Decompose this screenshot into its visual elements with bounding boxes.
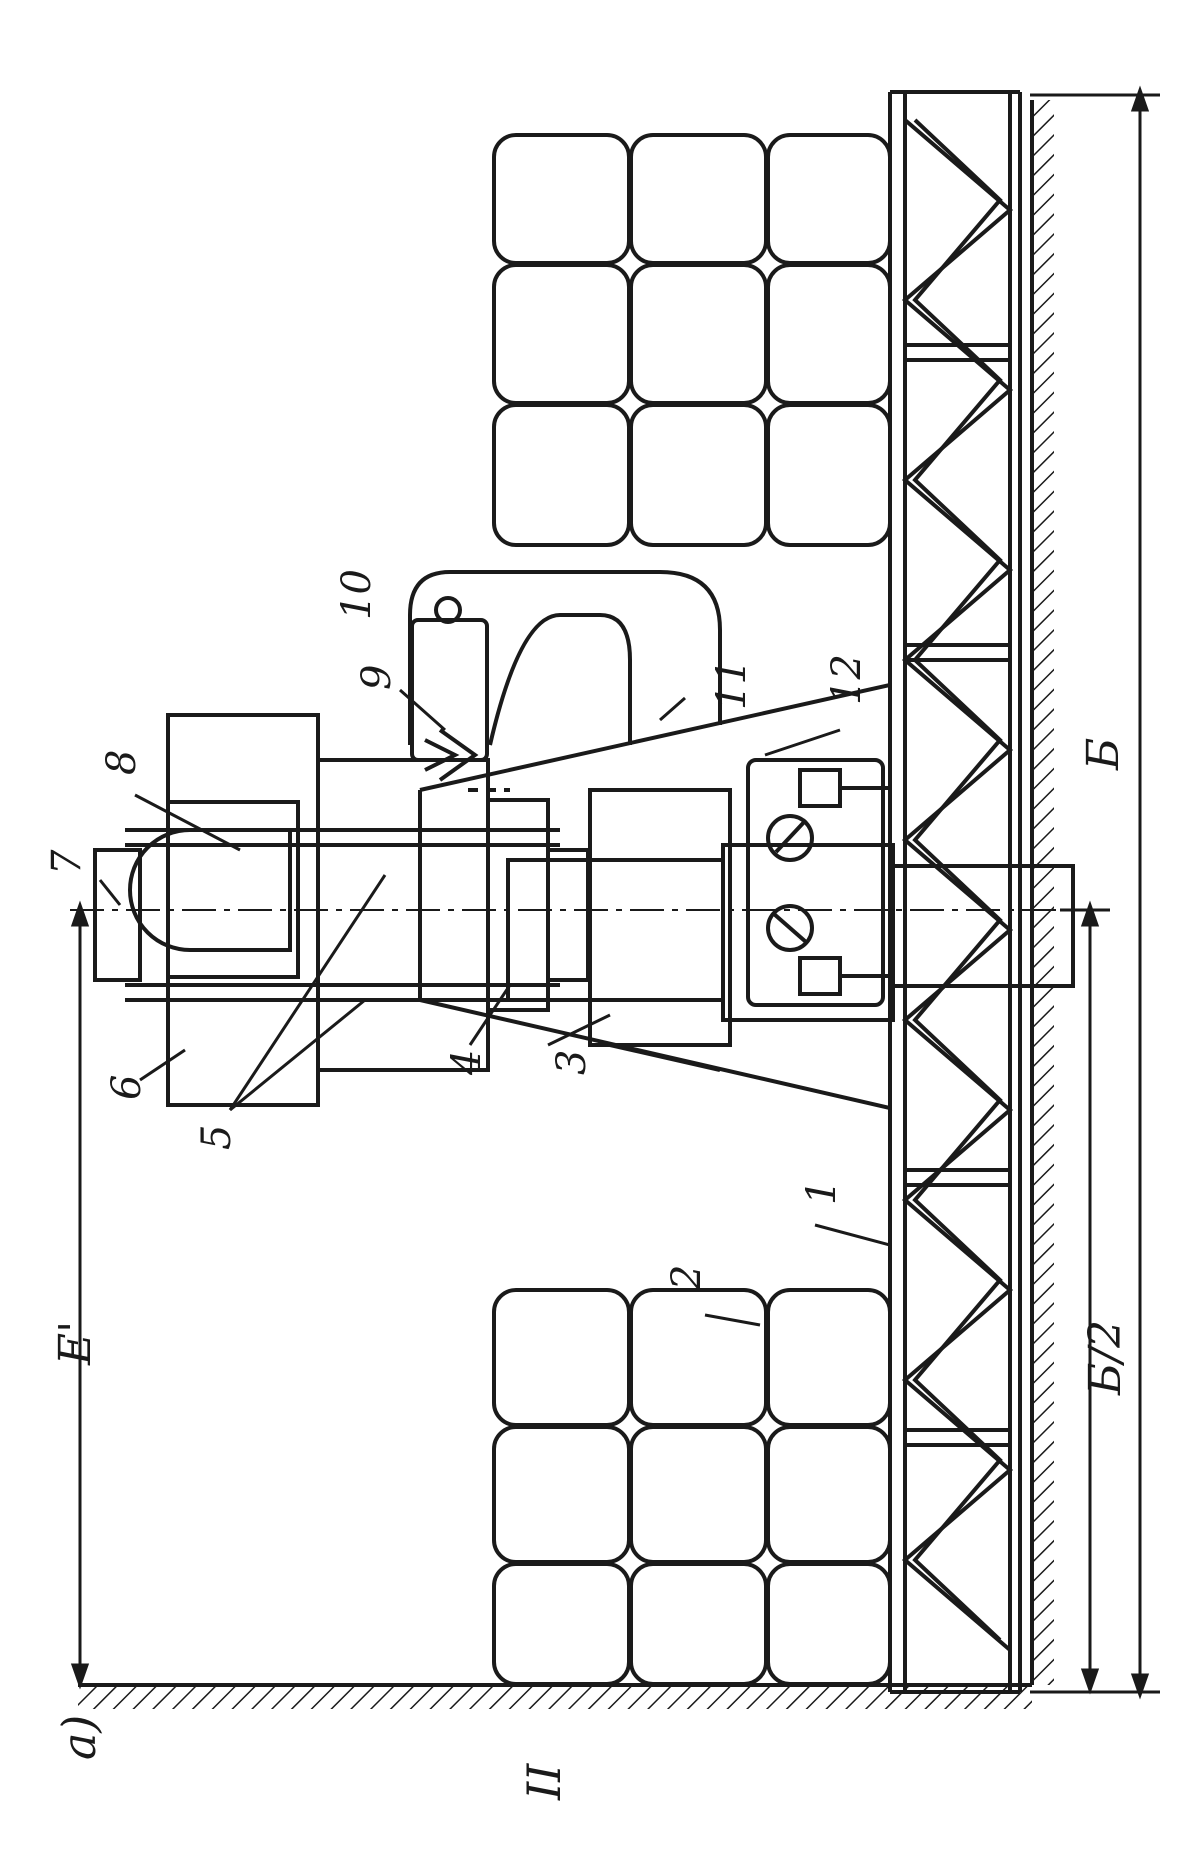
dimension-label-e-prime: E' (50, 1321, 101, 1366)
module-grid-top (492, 133, 892, 547)
callouts: 1 2 3 4 5 6 7 8 9 10 11 12 (44, 569, 870, 1291)
section-mark: II (517, 1763, 571, 1801)
module-grid-bottom (492, 1288, 892, 1686)
callout-3: 3 (549, 1050, 595, 1075)
callout-5: 5 (194, 1125, 240, 1150)
callout-1: 1 (799, 1180, 845, 1205)
callout-2: 2 (664, 1265, 710, 1291)
callout-10: 10 (334, 569, 380, 620)
central-machine (93, 683, 1075, 1110)
dimension-e-prime (70, 900, 90, 1690)
callout-7: 7 (44, 849, 90, 875)
arm-assembly (408, 570, 722, 782)
dimension-full-span (1030, 85, 1160, 1700)
callout-6: 6 (104, 1075, 150, 1100)
leader-lines (98, 688, 891, 1327)
dimension-label-full-span: Б (1078, 738, 1129, 771)
instrument-panel (746, 758, 890, 1007)
panel-letter: a) (52, 1715, 106, 1760)
dimension-label-half-span: Б/2 (1080, 1320, 1131, 1396)
truss-frame (888, 90, 1022, 1694)
callout-11: 11 (709, 659, 755, 710)
callout-4: 4 (444, 1050, 490, 1076)
callout-9: 9 (354, 665, 400, 690)
callout-8: 8 (99, 750, 145, 775)
ground-right (1030, 100, 1054, 1685)
callout-12: 12 (824, 654, 870, 705)
dimension-half-span (1060, 900, 1110, 1695)
